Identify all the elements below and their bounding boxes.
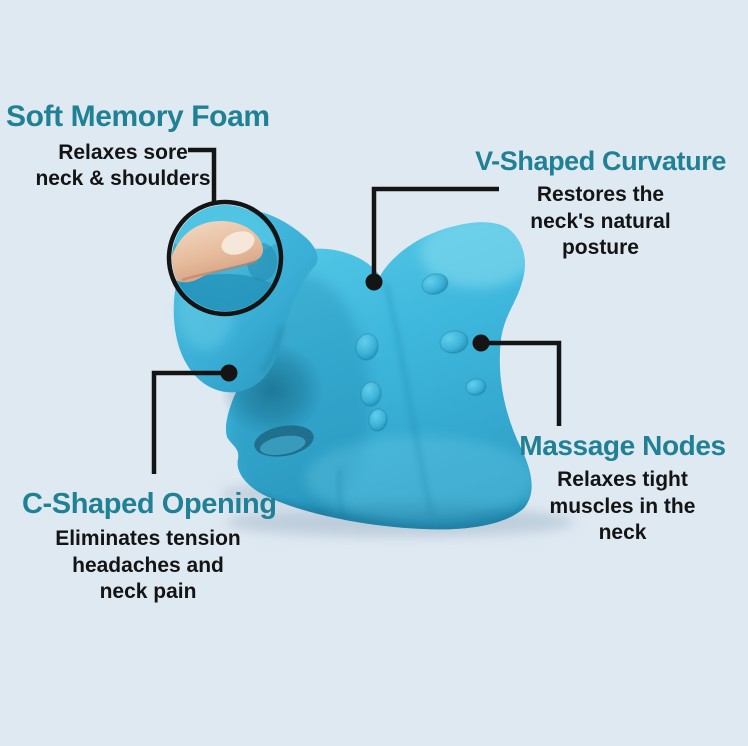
callout-title: Massage Nodes — [519, 430, 726, 461]
callout-description: Restores the neck's natural posture — [530, 183, 671, 260]
massage-node — [439, 330, 469, 354]
finger-crease — [181, 259, 258, 282]
massage-node — [368, 408, 388, 432]
massage-node — [360, 381, 382, 407]
base-handle-hole — [254, 425, 314, 457]
callout-v-shaped-curvature: V-Shaped Curvature Restores the neck's n… — [474, 146, 727, 262]
inset-ring — [166, 199, 284, 317]
callout-soft-memory-foam: Soft Memory Foam Relaxes sore neck & sho… — [6, 100, 270, 193]
callout-description: Relaxes sore neck & shoulders — [35, 140, 211, 191]
finger-nail — [221, 231, 255, 255]
callout-connectors — [151, 147, 562, 474]
callout-line-v-shaped-curvature — [371, 186, 499, 276]
callout-dot-v-shaped-curvature — [365, 273, 383, 291]
callout-c-shaped-opening: C-Shaped Opening Eliminates tension head… — [22, 488, 277, 606]
massage-node-bumps — [355, 273, 487, 432]
callout-massage-nodes: Massage Nodes Relaxes tight muscles in t… — [512, 430, 733, 547]
callout-description: Relaxes tight muscles in the neck — [549, 468, 696, 545]
callout-dots — [220, 273, 490, 382]
callout-line-soft-memory-foam — [188, 147, 217, 203]
callout-line-c-shaped-opening — [151, 370, 229, 474]
callout-title: Soft Memory Foam — [6, 100, 270, 133]
callout-description: Eliminates tension headaches and neck pa… — [55, 527, 241, 604]
callout-title: C-Shaped Opening — [22, 488, 277, 520]
massage-node — [421, 273, 449, 295]
callout-dot-massage-nodes — [472, 334, 490, 352]
massage-node — [465, 378, 487, 396]
massage-node — [355, 333, 379, 361]
callout-title: V-Shaped Curvature — [475, 146, 726, 176]
nose-crease — [259, 325, 285, 374]
foam-zoom-inset — [166, 199, 284, 317]
callout-dot-c-shaped-opening — [220, 364, 238, 382]
callout-line-massage-nodes — [481, 340, 562, 426]
